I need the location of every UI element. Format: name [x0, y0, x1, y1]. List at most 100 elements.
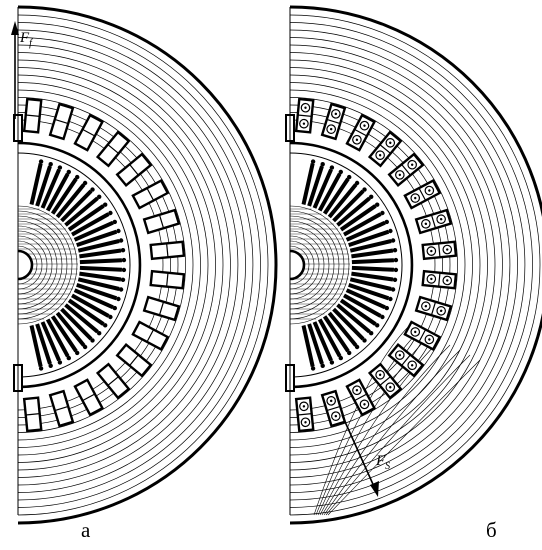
- stator-slot: [142, 295, 181, 322]
- flux-line: [289, 29, 526, 501]
- flux-line: [319, 339, 441, 516]
- rotor-slot: [29, 325, 43, 367]
- flux-line: [289, 235, 320, 295]
- rotor-slot: [327, 183, 358, 219]
- flux-line: [289, 22, 533, 508]
- outer-frame: [289, 5, 542, 525]
- stator-slot: [387, 342, 425, 378]
- rotor-slots-a: [29, 159, 127, 371]
- flux-line: [17, 225, 58, 305]
- stator-slot: [294, 396, 315, 433]
- stator-slot: [421, 269, 458, 290]
- rotor-slot: [76, 229, 118, 247]
- rotor-slot: [339, 204, 377, 232]
- flux-line: [327, 359, 481, 516]
- flux-line: [289, 210, 345, 320]
- flux-line: [17, 82, 201, 448]
- rotor-slot: [35, 323, 52, 365]
- stator-slot: [414, 208, 453, 235]
- rotor-slot: [348, 229, 390, 247]
- rotor-slot: [301, 325, 315, 367]
- rotor-slot: [339, 298, 377, 326]
- rotor-slot: [348, 283, 390, 301]
- rotor-slot: [336, 196, 371, 227]
- flux-line: [17, 44, 239, 486]
- stator-slot: [345, 113, 377, 152]
- flux-line: [289, 59, 496, 471]
- rotor-slot: [351, 248, 394, 259]
- rotor-slot: [29, 163, 43, 205]
- flux-line: [289, 245, 310, 285]
- stator-yoke-a: [17, 141, 142, 389]
- stator-slot: [421, 240, 458, 261]
- caption-a: а: [81, 518, 91, 542]
- rotor-slot: [71, 212, 110, 237]
- stator-slot: [403, 178, 442, 210]
- rotor-slot: [349, 277, 392, 291]
- flux-line: [17, 37, 246, 493]
- flux-line: [289, 225, 330, 305]
- rotor-slot: [67, 204, 105, 232]
- rotor-slot: [55, 311, 86, 347]
- rotor-slot: [45, 172, 70, 212]
- stator-slots-a: [22, 97, 186, 433]
- stator-slot: [95, 130, 131, 168]
- rotor-slot: [79, 248, 122, 259]
- flux-line: [17, 220, 63, 310]
- flux-line: [17, 89, 194, 441]
- stator-slot: [345, 378, 377, 417]
- rotor-slot: [343, 293, 382, 318]
- stator-yoke-b: [289, 141, 414, 389]
- rotor-slot: [79, 265, 122, 272]
- rotor-slot: [35, 165, 52, 207]
- flux-line: [289, 44, 511, 486]
- rotor-slots-b: [301, 159, 399, 371]
- shaft-a: [17, 249, 34, 281]
- flux-line: [289, 112, 443, 418]
- flux-line: [289, 205, 350, 325]
- airgap-boundary-a: [17, 152, 131, 378]
- flux-line: [289, 14, 541, 516]
- rotor-slot: [317, 318, 342, 358]
- rotor-slot: [64, 196, 99, 227]
- rotor-slot: [322, 315, 350, 353]
- force-arrow-b: [341, 414, 379, 497]
- panel-b: FS б: [285, 5, 542, 542]
- flux-line: [17, 22, 261, 508]
- flux-line: [289, 37, 518, 493]
- stator-slot: [387, 152, 425, 188]
- flux-line: [289, 97, 458, 433]
- rotor-slot: [60, 307, 93, 341]
- rotor-slot: [351, 258, 394, 265]
- rotor-slot: [312, 321, 333, 362]
- flux-line: [289, 240, 315, 290]
- field-lines-outer-b: [289, 5, 542, 525]
- flux-line: [17, 97, 186, 433]
- stator-slot: [48, 102, 75, 141]
- stator-slot: [115, 342, 153, 378]
- force-label-b: FS: [375, 453, 390, 472]
- rotor-slot: [67, 298, 105, 326]
- rotor-slot: [40, 168, 61, 209]
- rotor-slot: [73, 288, 114, 310]
- field-lines-inner-b: [289, 205, 350, 325]
- stator-slot: [131, 320, 170, 352]
- stator-slot: [73, 378, 105, 417]
- flux-line: [17, 240, 43, 290]
- stator-slot: [367, 130, 403, 168]
- outer-frame: [17, 5, 278, 525]
- rotor-slot: [71, 293, 110, 318]
- stator-slot: [131, 178, 170, 210]
- flux-line: [289, 67, 488, 463]
- rotor-slot: [77, 239, 120, 253]
- rotor-slot: [60, 189, 93, 223]
- rotor-slot: [351, 265, 394, 272]
- rotor-slot: [73, 220, 114, 242]
- rotor-slot: [345, 288, 386, 310]
- flux-line: [17, 112, 171, 418]
- rotor-slot: [50, 315, 78, 353]
- flux-line: [325, 354, 471, 516]
- rotor-slot: [322, 177, 350, 215]
- stator-slot: [294, 97, 315, 134]
- rotor-slot: [327, 311, 358, 347]
